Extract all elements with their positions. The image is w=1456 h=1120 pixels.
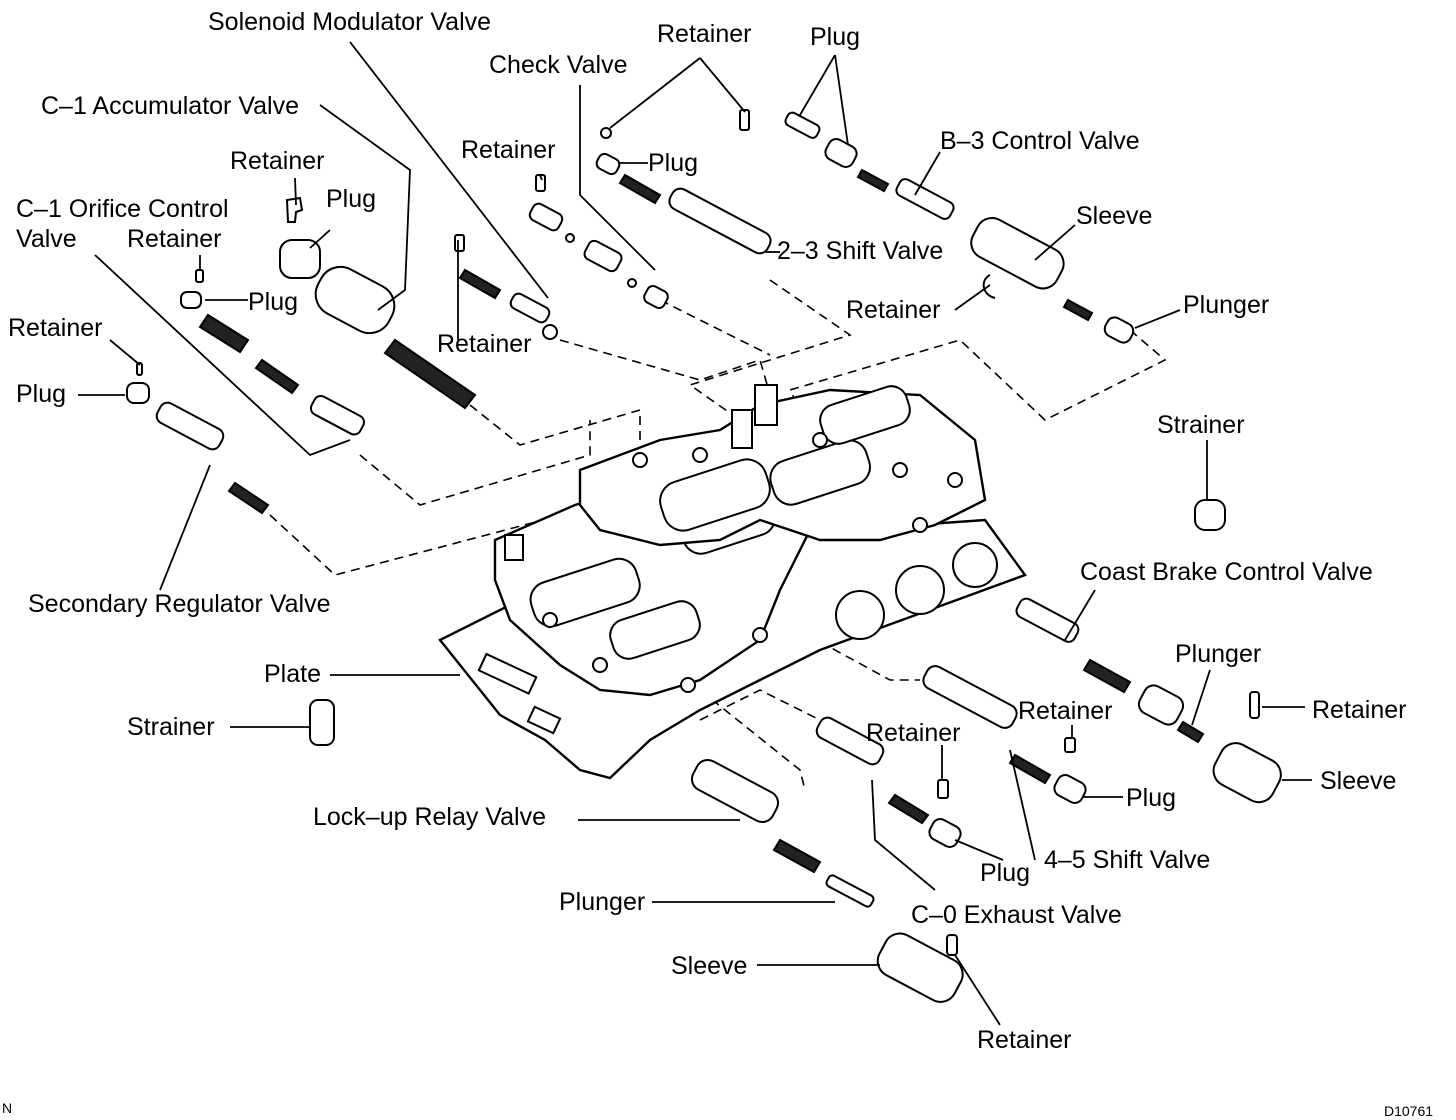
label-plug: Plug <box>16 380 67 408</box>
label-sleeve: Sleeve <box>671 952 748 980</box>
label-retainer: Retainer <box>977 1026 1072 1054</box>
upper-valve-body <box>578 384 987 547</box>
label-strainer: Strainer <box>127 713 215 741</box>
label-b3-control-valve: B–3 Control Valve <box>940 127 1140 155</box>
label-retainer: Retainer <box>8 314 103 342</box>
check-valve-parts <box>528 174 669 309</box>
b3-control-valve-parts <box>784 111 1135 344</box>
label-solenoid-modulator-valve: Solenoid Modulator Valve <box>208 8 492 36</box>
shift-valve-45-parts <box>922 665 1087 804</box>
label-4-5-shift-valve: 4–5 Shift Valve <box>1044 846 1211 874</box>
label-retainer: Retainer <box>461 136 556 164</box>
label-strainer: Strainer <box>1157 411 1245 439</box>
lockup-relay-valve-parts <box>309 699 964 1003</box>
label-plug: Plug <box>980 859 1031 887</box>
label-2-3-shift-valve: 2–3 Shift Valve <box>777 237 944 265</box>
label-c-0-exhaust-valve: C–0 Exhaust Valve <box>911 901 1122 929</box>
label-plunger: Plunger <box>559 888 646 916</box>
c0-exhaust-valve-parts <box>815 716 962 848</box>
label-check-valve: Check Valve <box>489 51 628 79</box>
figure-code: D10761 <box>1384 1103 1434 1119</box>
label-plug: Plug <box>326 185 377 213</box>
label-plunger: Plunger <box>1175 640 1262 668</box>
label-c1-orifice-control-valve-line2: Valve <box>16 225 77 253</box>
label-retainer: Retainer <box>437 330 532 358</box>
c1-accumulator-valve-parts <box>279 196 477 410</box>
label-retainer: Retainer <box>230 147 325 175</box>
label-c1-orifice-control-valve: C–1 Orifice Control <box>16 195 229 223</box>
label-retainer: Retainer <box>846 296 941 324</box>
label-sleeve: Sleeve <box>1076 202 1153 230</box>
label-secondary-regulator-valve: Secondary Regulator Valve <box>28 590 331 618</box>
label-plug: Plug <box>648 149 699 177</box>
alignment-lines <box>269 279 1167 791</box>
solenoid-modulator-valve-parts <box>454 234 558 340</box>
label-sleeve: Sleeve <box>1320 767 1397 795</box>
label-c1-accumulator-valve: C–1 Accumulator Valve <box>41 92 299 120</box>
coast-brake-control-valve-parts <box>1015 499 1282 804</box>
label-retainer: Retainer <box>1018 697 1113 725</box>
label-retainer: Retainer <box>127 225 222 253</box>
label-plunger: Plunger <box>1183 291 1270 319</box>
label-retainer: Retainer <box>657 20 752 48</box>
label-plate: Plate <box>264 660 321 688</box>
label-plug: Plug <box>248 288 299 316</box>
label-lock-up-relay-valve: Lock–up Relay Valve <box>313 803 547 831</box>
shift-valve-23-parts <box>595 109 772 255</box>
label-retainer: Retainer <box>1312 696 1407 724</box>
label-plug: Plug <box>810 23 861 51</box>
leader-lines <box>78 41 1312 1026</box>
label-retainer: Retainer <box>866 719 961 747</box>
label-plug: Plug <box>1126 784 1177 812</box>
c1-orifice-control-valve-parts <box>180 269 365 436</box>
label-coast-brake-control-valve: Coast Brake Control Valve <box>1080 558 1373 586</box>
corner-mark: N <box>2 1100 13 1116</box>
secondary-regulator-valve-parts <box>126 362 270 515</box>
